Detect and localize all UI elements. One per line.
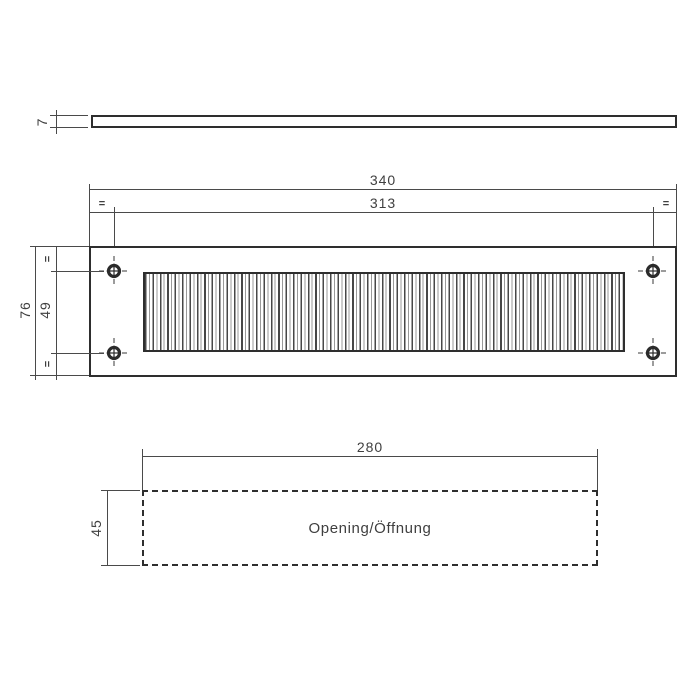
ext-line-313-right [653, 207, 654, 260]
equal-mark-left: = [98, 198, 106, 210]
hole-pitch-width-label: 313 [369, 195, 397, 211]
side-ext-line-bottom [50, 127, 88, 128]
opening-rect: Opening/Öffnung [142, 490, 598, 566]
dim-line-76 [35, 246, 36, 380]
ext-line-280-right [597, 449, 598, 490]
screw-hole-bottom-left [99, 338, 129, 368]
side-view-bar [91, 115, 677, 128]
ext-line-76-top [30, 246, 89, 247]
opening-height-label: 45 [88, 519, 104, 537]
equal-mark-top: = [42, 255, 54, 263]
dim-line-313 [89, 212, 677, 213]
ext-line-280-left [142, 449, 143, 490]
screw-hole-top-left [99, 256, 129, 286]
ext-line-45-top [101, 490, 140, 491]
opening-width-label: 280 [356, 439, 384, 455]
thickness-label: 7 [34, 117, 50, 127]
dim-line-340 [89, 189, 677, 190]
opening-label: Opening/Öffnung [308, 519, 432, 537]
ext-line-313-left [114, 207, 115, 260]
ext-line-49-top [51, 271, 104, 272]
dim-line-280 [142, 456, 598, 457]
thickness-dim-line [56, 110, 57, 134]
screw-hole-bottom-right [638, 338, 668, 368]
overall-width-label: 340 [369, 172, 397, 188]
ext-line-340-right [676, 184, 677, 246]
hole-pitch-height-label: 49 [37, 301, 53, 319]
brush-strip [143, 272, 625, 352]
screw-hole-top-right [638, 256, 668, 286]
ext-line-340-left [89, 184, 90, 246]
dim-line-45 [107, 490, 108, 566]
overall-height-label: 76 [17, 301, 33, 319]
equal-mark-right: = [662, 198, 670, 210]
ext-line-45-bottom [101, 565, 140, 566]
equal-mark-bottom: = [42, 360, 54, 368]
ext-line-49-bottom [51, 353, 104, 354]
dim-line-49 [56, 246, 57, 380]
ext-line-76-bottom [30, 375, 89, 376]
side-ext-line-top [50, 115, 88, 116]
